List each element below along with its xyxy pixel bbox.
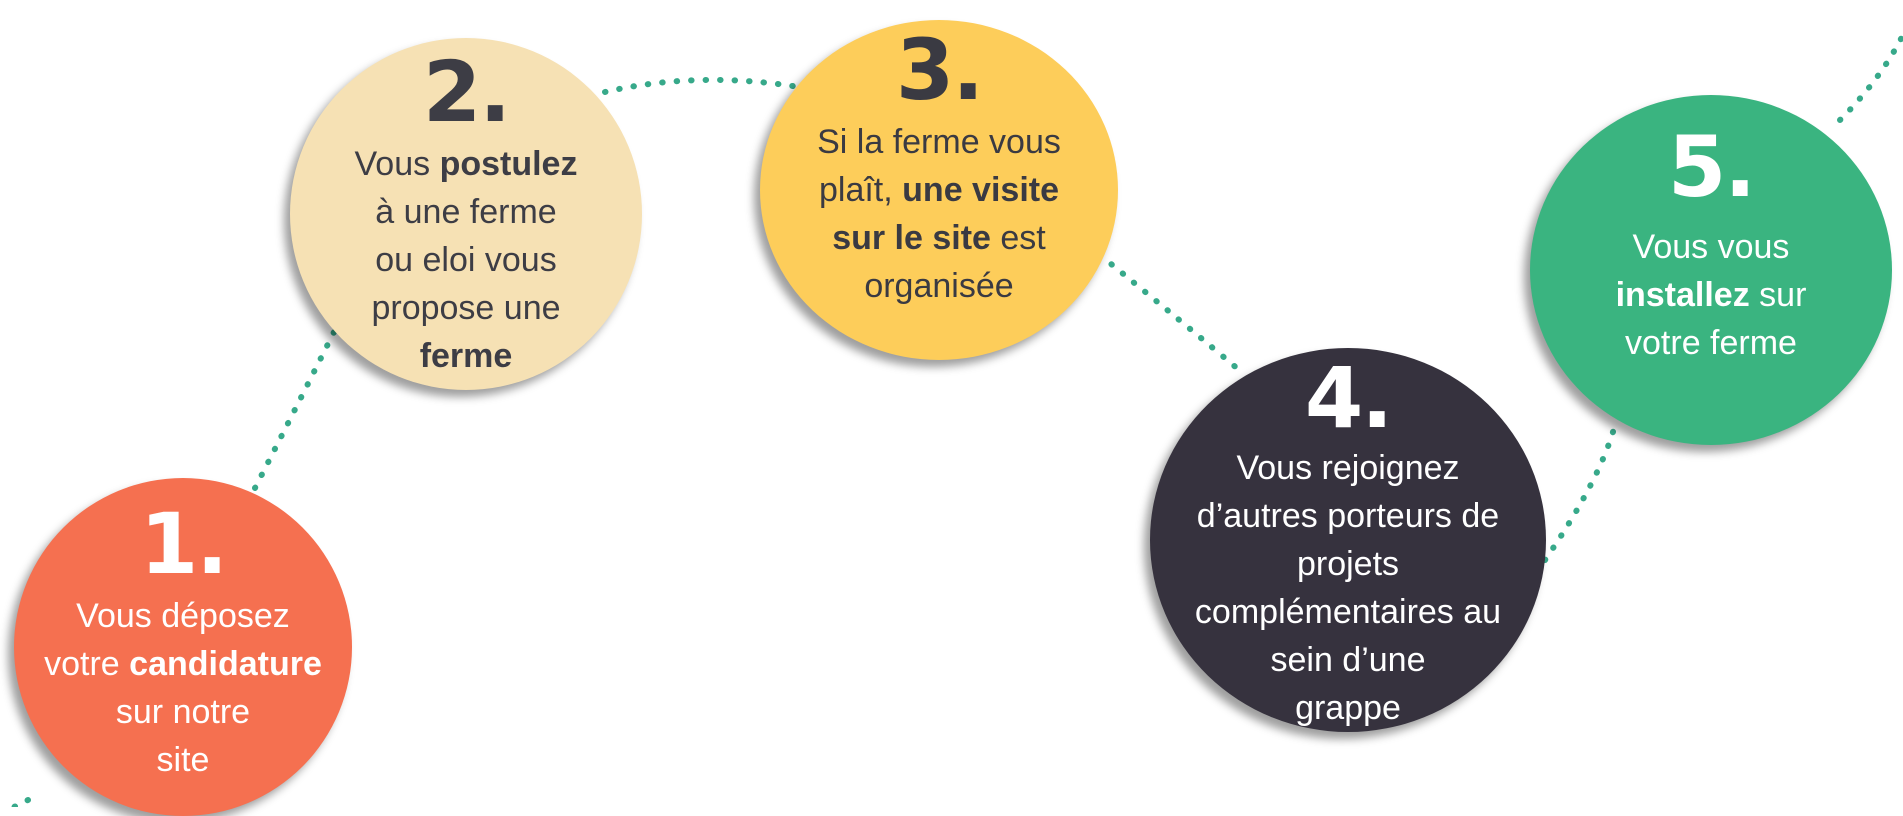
body-text: Si la ferme vous (817, 123, 1061, 161)
body-text: à une ferme (375, 193, 557, 231)
step-2-line: ferme (355, 332, 578, 380)
body-text: complémentaires au (1194, 593, 1502, 631)
step-4-text: Vous rejoignez d’autres porteurs de projet… (1195, 444, 1501, 732)
body-text: site (156, 741, 210, 779)
body-text: sur (1749, 276, 1807, 314)
step-2-line: à une ferme (355, 188, 578, 236)
step-4-line: d’autres porteurs de (1195, 492, 1501, 540)
emphasis-text: postulez (439, 145, 578, 183)
step-4-number: 4. (1304, 349, 1393, 447)
step-5-line: votre ferme (1616, 319, 1807, 367)
body-text: Vous rejoignez (1236, 449, 1460, 487)
step-4-line: sein d’une (1195, 636, 1501, 684)
step-3-line: plaît, une visite (817, 166, 1061, 214)
step-2-line: ou eloi vous (355, 236, 578, 284)
body-text: d’autres porteurs de (1196, 497, 1500, 535)
step-3-line: sur le site est (817, 214, 1061, 262)
step-5-text: Vous vous installez sur votre ferme (1616, 223, 1807, 367)
step-1-line: Vous déposez (44, 592, 322, 640)
step-1-line: sur notre (44, 688, 322, 736)
step-3-line: organisée (817, 262, 1061, 310)
step-2-circle: 2. Vous postulez à une ferme ou eloi vous p… (290, 38, 642, 390)
step-1-line: site (44, 736, 322, 784)
step-3-number: 3. (895, 21, 984, 119)
step-2-text: Vous postulez à une ferme ou eloi vous prop… (355, 140, 578, 380)
step-3-line: Si la ferme vous (817, 118, 1061, 166)
body-text: ou eloi vous (375, 241, 557, 279)
step-4-line: projets (1195, 540, 1501, 588)
step-5-line: installez sur (1616, 271, 1807, 319)
step-5-number: 5. (1667, 118, 1756, 216)
step-4-line: grappe (1195, 684, 1501, 732)
emphasis-text: sur le site (832, 219, 991, 257)
step-5-line: Vous vous (1616, 223, 1807, 271)
step-4-circle: 4. Vous rejoignez d’autres porteurs de pro… (1150, 348, 1546, 732)
step-2-number: 2. (422, 43, 511, 141)
body-text: votre (44, 645, 130, 683)
body-text: propose une (371, 289, 561, 327)
step-5-circle: 5. Vous vous installez sur votre ferme (1530, 95, 1892, 445)
step-2-line: propose une (355, 284, 578, 332)
body-text: sur notre (115, 693, 251, 731)
body-text: projets (1296, 545, 1400, 583)
body-text: plaît, (818, 171, 903, 209)
emphasis-text: ferme (419, 337, 513, 375)
body-text: Vous (354, 145, 440, 183)
step-1-circle: 1. Vous déposez votre candidature sur notr… (14, 478, 352, 816)
step-2-line: Vous postulez (355, 140, 578, 188)
step-1-line: votre candidature (44, 640, 322, 688)
body-text: sein d’une (1270, 641, 1426, 679)
body-text: votre ferme (1625, 324, 1797, 362)
body-text: grappe (1295, 689, 1401, 727)
body-text: est (990, 219, 1046, 257)
step-1-number: 1. (139, 495, 228, 593)
body-text: organisée (864, 267, 1014, 305)
step-1-text: Vous déposez votre candidature sur notre si… (44, 592, 322, 784)
body-text: Vous vous (1632, 228, 1790, 266)
step-4-line: complémentaires au (1195, 588, 1501, 636)
emphasis-text: candidature (129, 645, 322, 683)
emphasis-text: une visite (902, 171, 1059, 209)
emphasis-text: installez (1615, 276, 1750, 314)
step-4-line: Vous rejoignez (1195, 444, 1501, 492)
body-text: Vous déposez (76, 597, 290, 635)
